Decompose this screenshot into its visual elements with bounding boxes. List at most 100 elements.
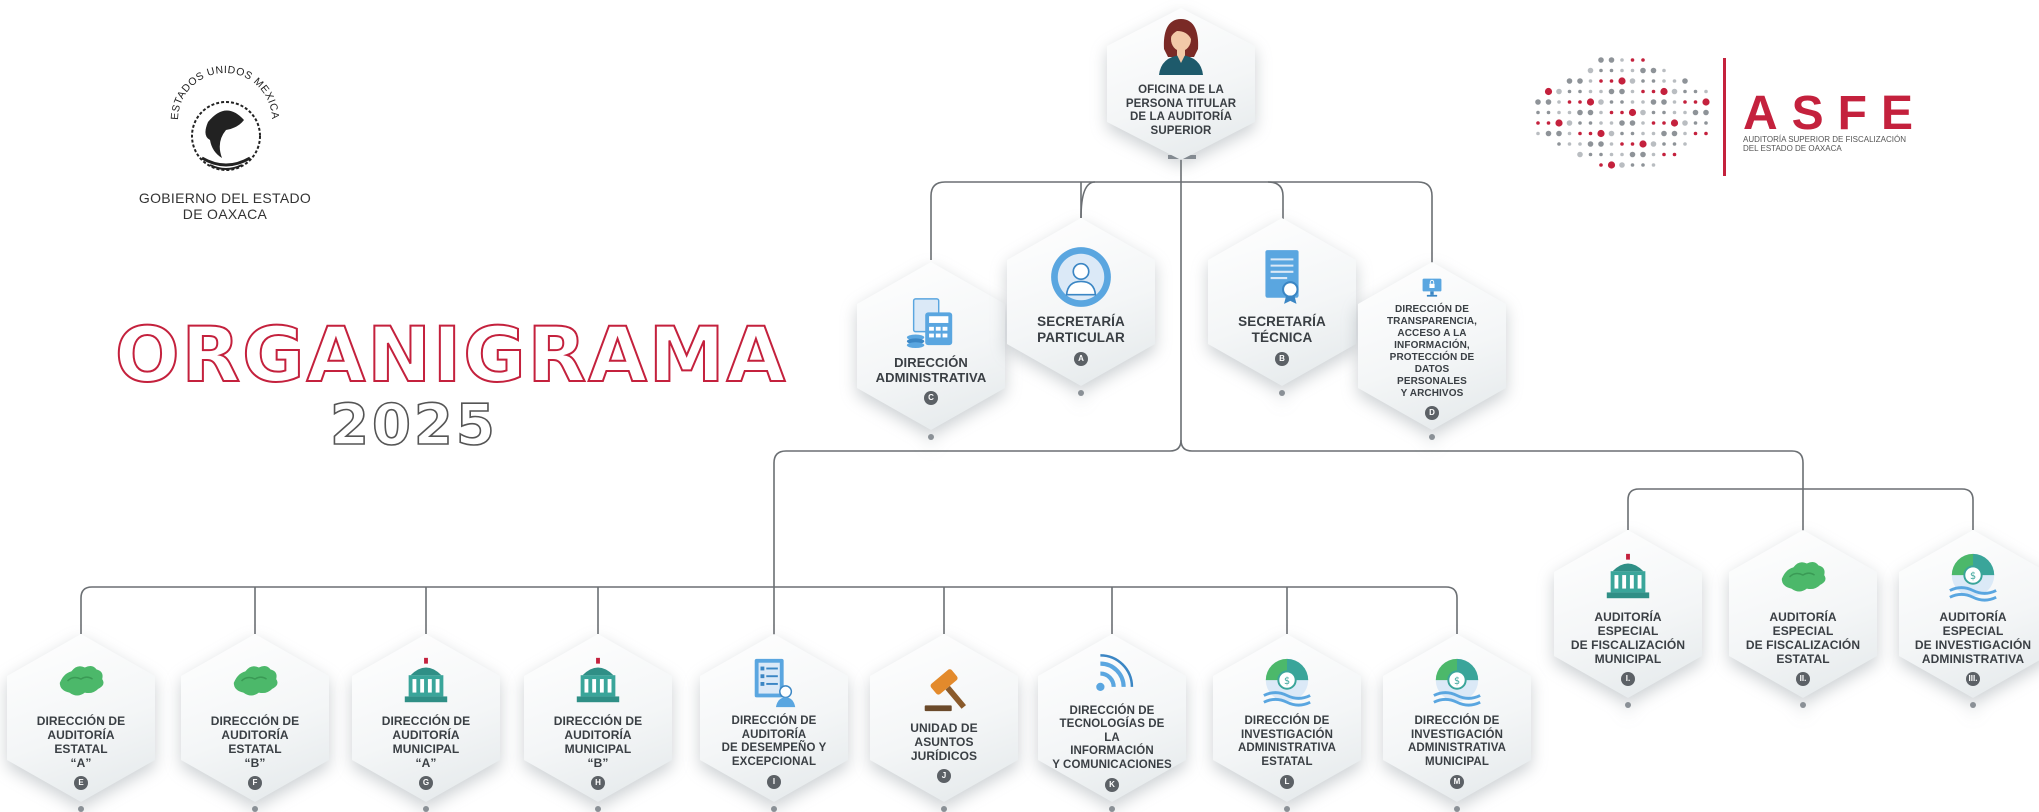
logo-dot <box>1577 109 1583 116</box>
node-label: AUDITORÍA ESPECIAL DE FISCALIZACIÓN MUNI… <box>1570 610 1686 666</box>
government-building-icon <box>576 657 620 703</box>
logo-dot <box>1693 121 1698 125</box>
logo-dot <box>1609 152 1614 157</box>
logo-dot <box>1661 99 1667 105</box>
logo-dot <box>1640 151 1646 158</box>
svg-text:$: $ <box>1454 676 1460 687</box>
logo-dot <box>1578 142 1582 146</box>
logo-dot <box>1651 89 1656 94</box>
logo-dot <box>1629 78 1636 84</box>
logo-dot <box>1630 131 1635 136</box>
node-level2-h[interactable]: DIRECCIÓN DE AUDITORÍA MUNICIPAL “B”H <box>524 634 672 812</box>
node-letter-badge: H <box>591 776 605 790</box>
logo-dot <box>1557 142 1561 146</box>
logo-dot <box>1630 100 1635 104</box>
node-label: DIRECCIÓN ADMINISTRATIVA <box>875 355 987 385</box>
logo-dot <box>1628 108 1637 117</box>
logo-dot <box>1629 151 1636 158</box>
logo-dot <box>1704 89 1708 94</box>
node-letter-badge: K <box>1105 778 1119 792</box>
node-direccion-administrativa[interactable]: DIRECCIÓN ADMINISTRATIVA C <box>857 262 1005 440</box>
logo-dot <box>1670 119 1679 127</box>
logo-dot <box>1599 110 1603 115</box>
node-letter-badge: I <box>767 775 781 789</box>
logo-dot <box>1536 110 1540 115</box>
node-letter-badge: A <box>1074 352 1088 366</box>
logo-dot <box>1588 152 1593 157</box>
logo-dot <box>1556 130 1562 137</box>
oaxaca-map-icon <box>1781 561 1826 592</box>
node-label: UNIDAD DE ASUNTOS JURÍDICOS <box>910 721 978 763</box>
logo-dot <box>1557 100 1561 104</box>
logo-dot <box>1630 89 1635 94</box>
logo-dot <box>1620 110 1624 115</box>
logo-dot <box>1599 152 1603 157</box>
logo-dot <box>1609 68 1614 73</box>
logo-dot <box>1619 162 1625 168</box>
chart-year: 2025 <box>329 392 498 459</box>
node-level2-k[interactable]: DIRECCIÓN DE TECNOLOGÍAS DE LA INFORMACI… <box>1038 634 1186 812</box>
logo-dot <box>1651 121 1656 125</box>
node-level2-j[interactable]: UNIDAD DE ASUNTOS JURÍDICOS J <box>870 634 1018 812</box>
node-label: DIRECCIÓN DE TRANSPARENCIA, ACCESO A LA … <box>1386 304 1478 399</box>
logo-dot <box>1672 110 1677 115</box>
logo-dot <box>1651 131 1656 136</box>
logo-dot <box>1662 142 1666 146</box>
logo-dot <box>1651 152 1656 157</box>
logo-dot <box>1671 130 1678 137</box>
wifi-signal-icon <box>1096 654 1134 692</box>
logo-dot <box>1693 100 1698 104</box>
government-building-icon <box>1606 553 1650 599</box>
node-label: AUDITORÍA ESPECIAL DE INVESTIGACIÓN ADMI… <box>1914 610 2032 666</box>
node-level2-i[interactable]: DIRECCIÓN DE AUDITORÍA DE DESEMPEÑO Y EX… <box>700 634 848 812</box>
government-name: GOBIERNO DEL ESTADO DE OAXACA <box>138 190 312 222</box>
logo-dot <box>1683 110 1687 115</box>
logo-dot <box>1546 121 1551 125</box>
node-level2-g[interactable]: DIRECCIÓN DE AUDITORÍA MUNICIPAL “A”G <box>352 634 500 812</box>
checklist-icon <box>754 658 796 708</box>
logo-dot <box>1620 68 1624 73</box>
node-letter-badge: II. <box>1796 672 1810 686</box>
node-letter-badge: L <box>1280 775 1294 789</box>
node-level2-e[interactable]: DIRECCIÓN DE AUDITORÍA ESTATAL “A”E <box>7 634 155 812</box>
node-titular[interactable]: OFICINA DE LA PERSONA TITULAR DE LA AUDI… <box>1107 8 1255 160</box>
node-letter-badge: J <box>937 769 951 783</box>
logo-dot <box>1587 67 1594 74</box>
logo-dot <box>1630 142 1635 146</box>
node-label: DIRECCIÓN DE AUDITORÍA ESTATAL “A” <box>36 714 126 770</box>
logo-dot <box>1660 87 1668 96</box>
logo-dot <box>1609 121 1614 125</box>
logo-dot <box>1650 99 1657 105</box>
node-especial-1[interactable]: AUDITORÍA ESPECIAL DE FISCALIZACIÓN MUNI… <box>1554 530 1702 708</box>
node-direccion-transparencia[interactable]: DIRECCIÓN DE TRANSPARENCIA, ACCESO A LA … <box>1358 262 1506 440</box>
money-chart-icon: $ <box>1949 553 1997 602</box>
node-level2-f[interactable]: DIRECCIÓN DE AUDITORÍA ESTATAL “B”F <box>181 634 329 812</box>
node-secretaria-tecnica[interactable]: SECRETARÍA TÉCNICA B <box>1208 218 1356 396</box>
logo-dot <box>1578 121 1582 125</box>
seal-text: ESTADOS UNIDOS MEXICANOS <box>156 41 281 120</box>
logo-dot <box>1598 99 1604 105</box>
logo-dot <box>1578 100 1582 104</box>
logo-dot <box>1536 131 1540 136</box>
logo-dot <box>1703 109 1709 116</box>
asfe-logo: ASFE AUDITORÍA SUPERIOR DE FISCALIZACIÓN… <box>1530 52 1920 182</box>
logo-dot <box>1567 142 1572 146</box>
node-level2-m[interactable]: $DIRECCIÓN DE INVESTIGACIÓN ADMINISTRATI… <box>1383 634 1531 812</box>
logo-dot <box>1556 88 1562 95</box>
logo-dot <box>1662 68 1666 73</box>
node-secretaria-particular[interactable]: SECRETARÍA PARTICULAR A <box>1007 218 1155 396</box>
logo-dot <box>1620 131 1624 136</box>
node-level2-l[interactable]: $DIRECCIÓN DE INVESTIGACIÓN ADMINISTRATI… <box>1213 634 1361 812</box>
person-circle-icon <box>1051 247 1111 307</box>
logo-dot <box>1630 58 1635 62</box>
logo-dot <box>1672 152 1677 157</box>
logo-dot <box>1566 120 1573 126</box>
logo-dot <box>1639 140 1647 148</box>
logo-dot <box>1693 131 1698 136</box>
eagle-seal-icon: ESTADOS UNIDOS MEXICANOS <box>156 41 281 171</box>
logo-dot <box>1545 99 1552 105</box>
node-especial-3[interactable]: $ AUDITORÍA ESPECIAL DE INVESTIGACIÓN ADM… <box>1899 530 2039 708</box>
node-especial-2[interactable]: AUDITORÍA ESPECIAL DE FISCALIZACIÓN ESTA… <box>1729 530 1877 708</box>
logo-dot <box>1683 142 1687 146</box>
